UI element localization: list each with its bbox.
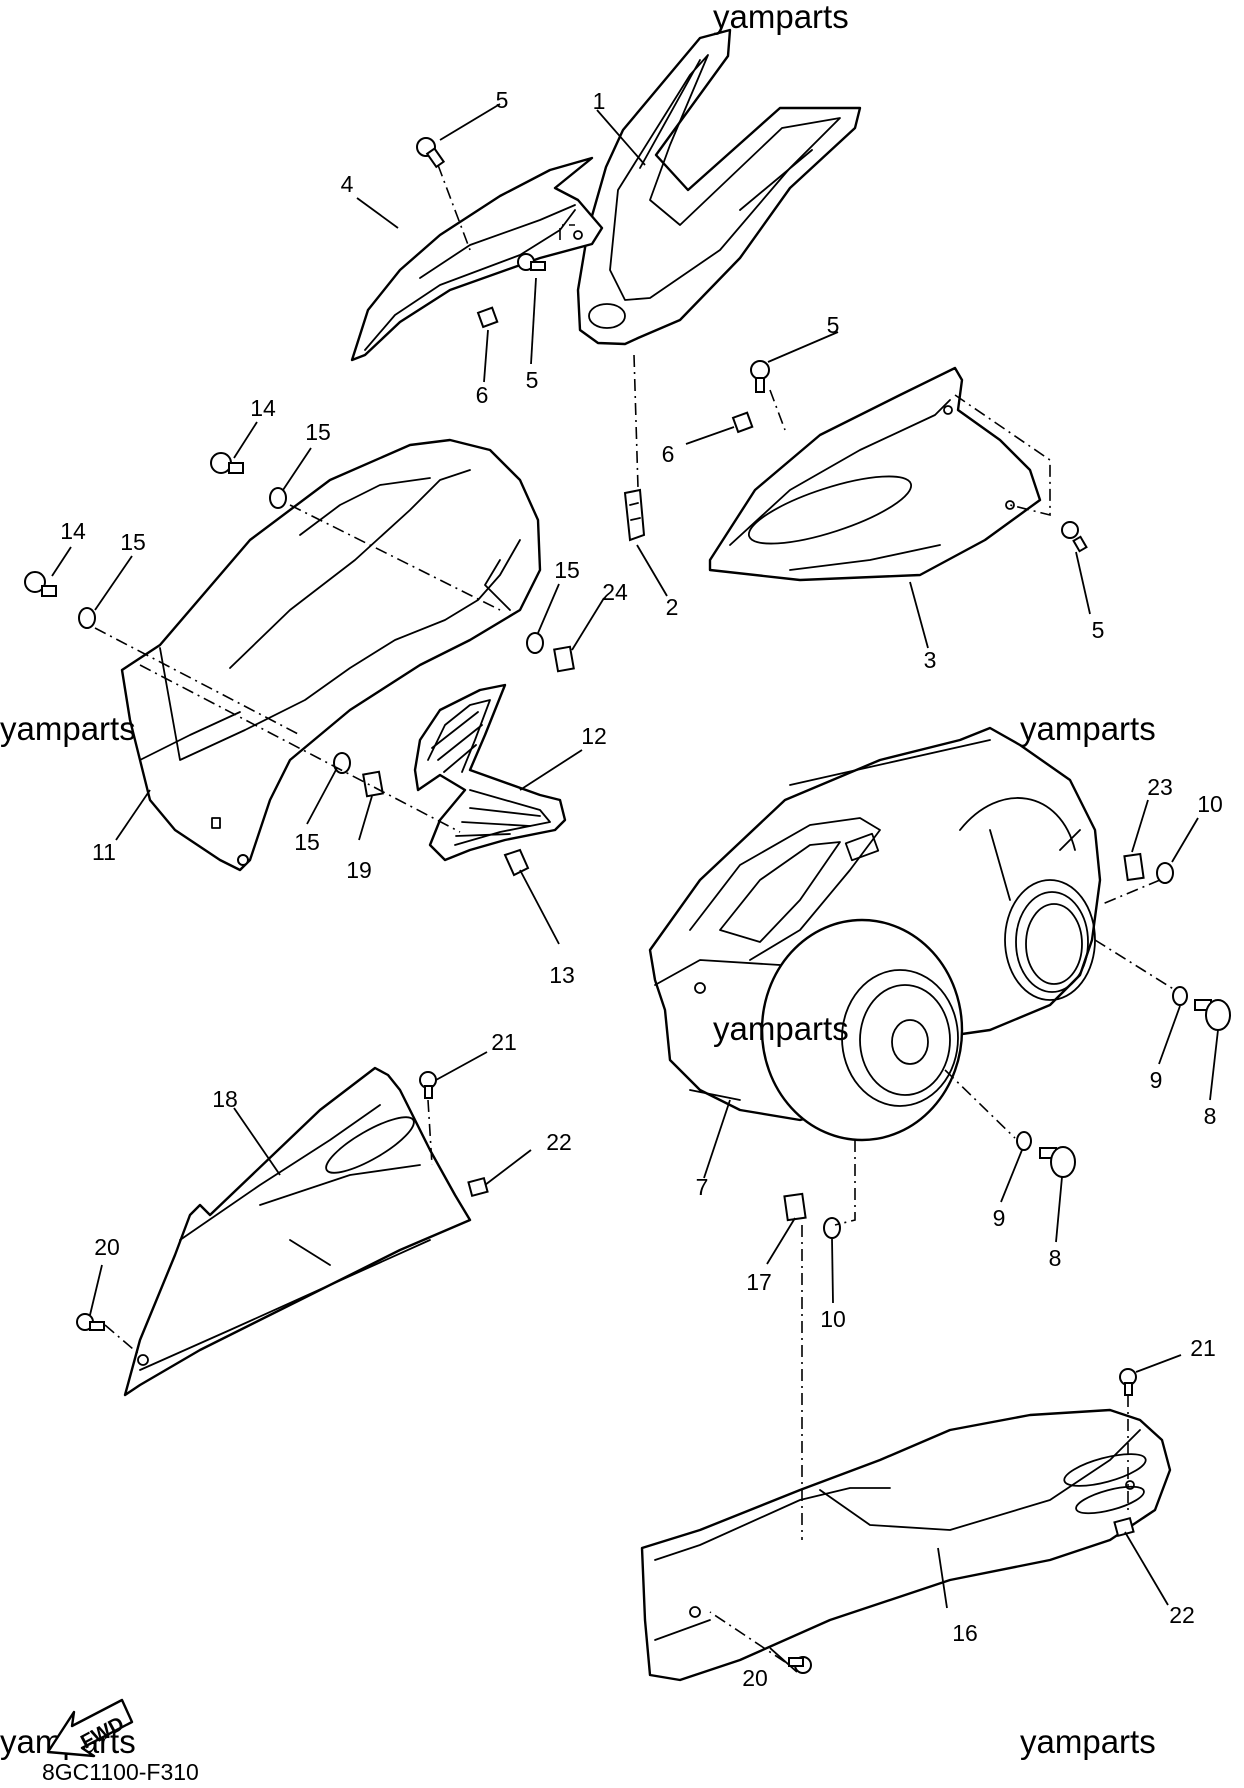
part-2-bracket[interactable] [623,488,646,542]
part-5-bolt-d[interactable] [1061,521,1088,553]
callout-9b: 9 [993,1205,1006,1231]
callout-5b: 5 [526,367,539,393]
part-6-clip-b[interactable] [731,411,754,434]
part-20-bolt-a[interactable] [76,1313,105,1331]
part-10-washer-a[interactable] [1156,862,1174,884]
part-1-front-cowl[interactable] [576,28,862,346]
callout-14a: 14 [250,395,276,421]
callout-20a: 20 [94,1234,120,1260]
part-13-clip[interactable] [503,848,530,877]
callout-17: 17 [746,1269,772,1295]
callout-15d: 15 [294,829,320,855]
drawing-code: 8GC1100-F310 [42,1759,199,1785]
callout-19: 19 [346,857,372,883]
part-22-nut-a[interactable] [467,1176,489,1198]
part-7-engine-cover[interactable] [648,726,1102,1142]
part-23-clip[interactable] [1123,852,1145,882]
callout-14b: 14 [60,518,86,544]
callout-5a: 5 [496,87,509,113]
callout-9a: 9 [1150,1067,1163,1093]
part-21-screw-a[interactable] [419,1071,437,1099]
callout-11: 11 [92,839,116,865]
callout-3: 3 [924,647,937,673]
part-9-washer-b[interactable] [1016,1131,1032,1151]
callout-21b: 21 [1190,1335,1216,1361]
part-24-clip[interactable] [553,645,575,673]
part-22-nut-b[interactable] [1113,1516,1135,1538]
callout-8a: 8 [1204,1103,1217,1129]
part-18-lower-panel[interactable] [123,1066,472,1397]
part-5-bolt-c[interactable] [750,360,770,393]
part-4-side-panel[interactable] [350,156,604,362]
part-11-side-cover[interactable] [120,438,542,872]
part-9-washer-a[interactable] [1172,986,1188,1006]
part-10-washer-b[interactable] [823,1217,841,1239]
watermark-top: yamparts [713,0,849,35]
callout-5d: 5 [1092,617,1105,643]
part-20-bolt-b[interactable] [788,1656,812,1674]
callout-16: 16 [952,1620,978,1646]
callout-numbers: 1 2 3 4 5 5 5 5 6 6 7 8 8 9 9 10 10 11 1… [60,87,1223,1691]
callout-18: 18 [212,1086,238,1112]
part-5-bolt-a[interactable] [416,137,446,169]
part-14-bolt-a[interactable] [210,452,244,474]
part-15-washers[interactable] [78,487,544,774]
leader-lines [51,103,1219,1673]
assembly-lines [94,164,1176,1663]
part-17-clip[interactable] [783,1192,807,1222]
part-5-bolt-b[interactable] [517,253,546,271]
watermark-left: yamparts [0,710,136,747]
callout-24: 24 [602,579,628,605]
callout-2: 2 [666,594,679,620]
part-14-bolt-b[interactable] [24,571,57,597]
callout-15c: 15 [554,557,580,583]
callout-22a: 22 [546,1129,572,1155]
callout-6a: 6 [476,382,489,408]
callout-15a: 15 [305,419,331,445]
callout-1: 1 [593,88,606,114]
part-3-side-panel[interactable] [708,366,1042,582]
callout-20b: 20 [742,1665,768,1691]
watermark-bottom-right: yamparts [1020,1723,1156,1760]
callout-23: 23 [1147,774,1173,800]
callout-6b: 6 [662,441,675,467]
callout-4: 4 [341,171,354,197]
callout-15b: 15 [120,529,146,555]
callout-13: 13 [549,962,575,988]
callout-21a: 21 [491,1029,517,1055]
watermark-right: yamparts [1020,710,1156,747]
callout-12: 12 [581,723,607,749]
part-8-bolt-b[interactable] [1039,1146,1076,1178]
part-19-clip[interactable] [362,770,384,798]
part-12-grille[interactable] [413,683,567,862]
part-8-bolt-a[interactable] [1194,999,1231,1031]
watermark-center: yamparts [713,1010,849,1047]
callout-10b: 10 [820,1306,846,1332]
callout-7: 7 [696,1174,709,1200]
callout-8b: 8 [1049,1245,1062,1271]
part-21-screw-b[interactable] [1119,1368,1137,1396]
part-6-clip-a[interactable] [476,306,499,329]
callout-5c: 5 [827,312,840,338]
callout-10a: 10 [1197,791,1223,817]
part-16-lower-panel[interactable] [640,1408,1172,1682]
callout-22b: 22 [1169,1602,1195,1628]
